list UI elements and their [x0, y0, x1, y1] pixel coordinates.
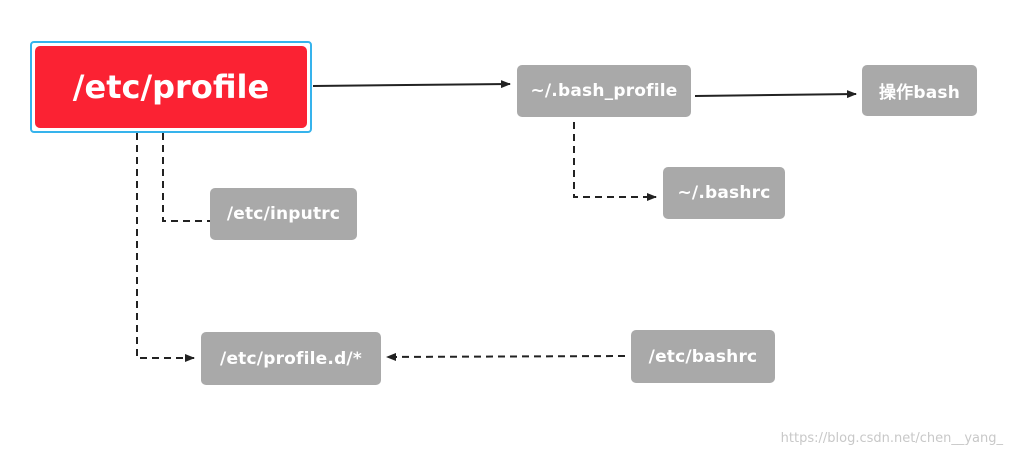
node-bash-profile[interactable]: ~/.bash_profile — [517, 65, 691, 117]
node-etc-bashrc[interactable]: /etc/bashrc — [631, 330, 775, 383]
node-etc-profile-d[interactable]: /etc/profile.d/* — [201, 332, 381, 385]
edge-bash-profile-to-bashrc — [573, 122, 657, 201]
selection-frame — [30, 41, 312, 133]
node-etc-inputrc[interactable]: /etc/inputrc — [210, 188, 357, 240]
node-operate-bash[interactable]: 操作bash — [862, 65, 977, 116]
node-etc-profile[interactable]: /etc/profile — [35, 46, 307, 128]
watermark: https://blog.csdn.net/chen__yang_ — [780, 431, 1003, 446]
edge-profile-to-profile-d — [136, 133, 195, 362]
edge-profile-to-bash-profile — [312, 80, 511, 89]
node-home-bashrc[interactable]: ~/.bashrc — [663, 167, 785, 219]
edge-bash-profile-to-op-bash — [694, 90, 857, 99]
edge-etc-bashrc-to-profile-d — [386, 352, 626, 361]
